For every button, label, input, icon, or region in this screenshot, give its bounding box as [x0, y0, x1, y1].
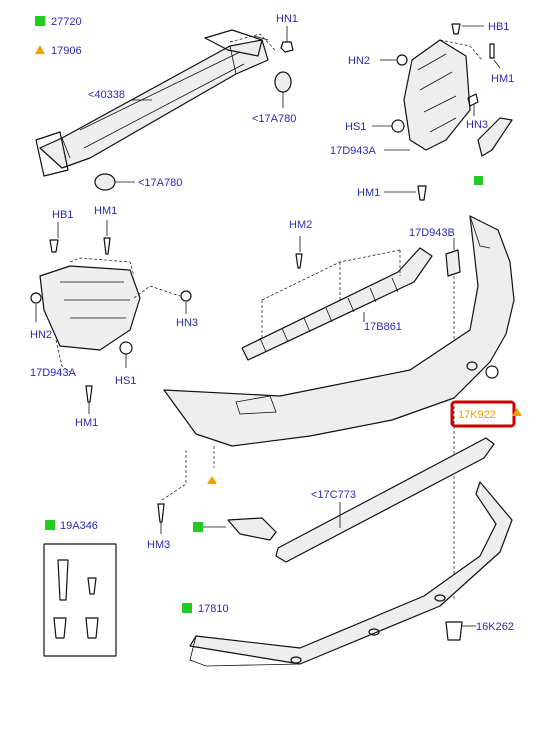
hn3-nut-right: HN3	[466, 104, 488, 131]
cover-highlight-label: 17K922	[458, 409, 496, 421]
nut-16k262: 16K262	[445, 621, 514, 641]
hm1-screw-left-top: HM1	[94, 205, 117, 255]
legend-orange-triangle	[35, 45, 45, 54]
hm3-clip: HM3	[147, 503, 170, 551]
bumper-reinforcement: <40338	[35, 29, 276, 177]
hm1-right-bottom-label: HM1	[357, 187, 380, 199]
bracket-top: 17D943B	[409, 227, 461, 600]
small-bracket	[193, 517, 277, 541]
hm3-label: HM3	[147, 539, 170, 551]
legend-green-code: 27720	[51, 16, 82, 28]
hm1-right-top-label: HM1	[491, 73, 514, 85]
trim-strip: <17C773	[275, 437, 495, 563]
cap-left-label: <17A780	[138, 177, 182, 189]
green-marker-small-bracket	[193, 522, 203, 532]
hm1-screw-right-bottom: HM1	[357, 185, 427, 201]
hn3-left-label: HN3	[176, 317, 198, 329]
hs1-right-label: HS1	[345, 121, 366, 133]
hm2-screw: HM2	[289, 219, 312, 269]
legend: 27720 17906	[35, 16, 82, 57]
hm1-left-bottom-label: HM1	[75, 417, 98, 429]
valance-label: 17810	[198, 603, 229, 615]
hb1-bolt-right: HB1	[451, 21, 509, 35]
fastener-kit: 19A346	[43, 520, 117, 657]
bumper-cover	[161, 215, 515, 501]
green-marker-right-bracket	[474, 176, 483, 185]
bracket-left-assembly	[39, 257, 181, 373]
reinforcement-label: <40338	[88, 89, 125, 101]
hn1-nut-top: HN1	[276, 13, 298, 53]
kit-green-marker	[45, 520, 55, 530]
cover-callout: 17K922	[450, 400, 522, 428]
end-cap-right: <17A780	[252, 71, 296, 125]
lower-valance: 17810	[182, 481, 513, 667]
hs1-screw-left: HS1	[115, 341, 136, 387]
bracket-right-label: 17D943A	[330, 145, 377, 157]
hn3-right-label: HN3	[466, 119, 488, 131]
hs1-left-label: HS1	[115, 375, 136, 387]
hn2-left-label: HN2	[30, 329, 52, 341]
hb1-right-label: HB1	[488, 21, 509, 33]
bracket-right-label-group: 17D943A	[330, 145, 410, 157]
bracket-right-assembly	[403, 39, 513, 157]
end-cap-left: <17A780	[94, 173, 182, 191]
bracket-left-label-group: 17D943A	[30, 367, 77, 379]
hn2-nut-left: HN2	[30, 292, 52, 341]
hn3-nut-left: HN3	[176, 290, 198, 329]
hm1-left-top-label: HM1	[94, 205, 117, 217]
hn2-nut-right: HN2	[348, 54, 408, 67]
kit-label: 19A346	[60, 520, 98, 532]
hs1-screw-right: HS1	[345, 119, 405, 133]
energy-absorber-label: 17B861	[364, 321, 402, 333]
hb1-bolt-left: HB1	[49, 209, 73, 253]
bracket-top-label: 17D943B	[409, 227, 455, 239]
legend-orange-code: 17906	[51, 45, 82, 57]
hn2-right-label: HN2	[348, 55, 370, 67]
hb1-left-label: HB1	[52, 209, 73, 221]
hm1-screw-left-bottom: HM1	[75, 385, 98, 429]
hm1-screw-right-top: HM1	[489, 43, 514, 85]
strip-label: <17C773	[311, 489, 356, 501]
bracket-left-label: 17D943A	[30, 367, 77, 379]
legend-green-marker	[35, 16, 45, 26]
energy-absorber: 17B861	[241, 247, 433, 361]
cover-orange-triangle	[512, 408, 522, 416]
hn1-top-label: HN1	[276, 13, 298, 25]
nut-label: 16K262	[476, 621, 514, 633]
valance-green-marker	[182, 603, 192, 613]
cap-right-label: <17A780	[252, 113, 296, 125]
hm2-label: HM2	[289, 219, 312, 231]
orange-triangle-cover-left	[207, 476, 217, 484]
